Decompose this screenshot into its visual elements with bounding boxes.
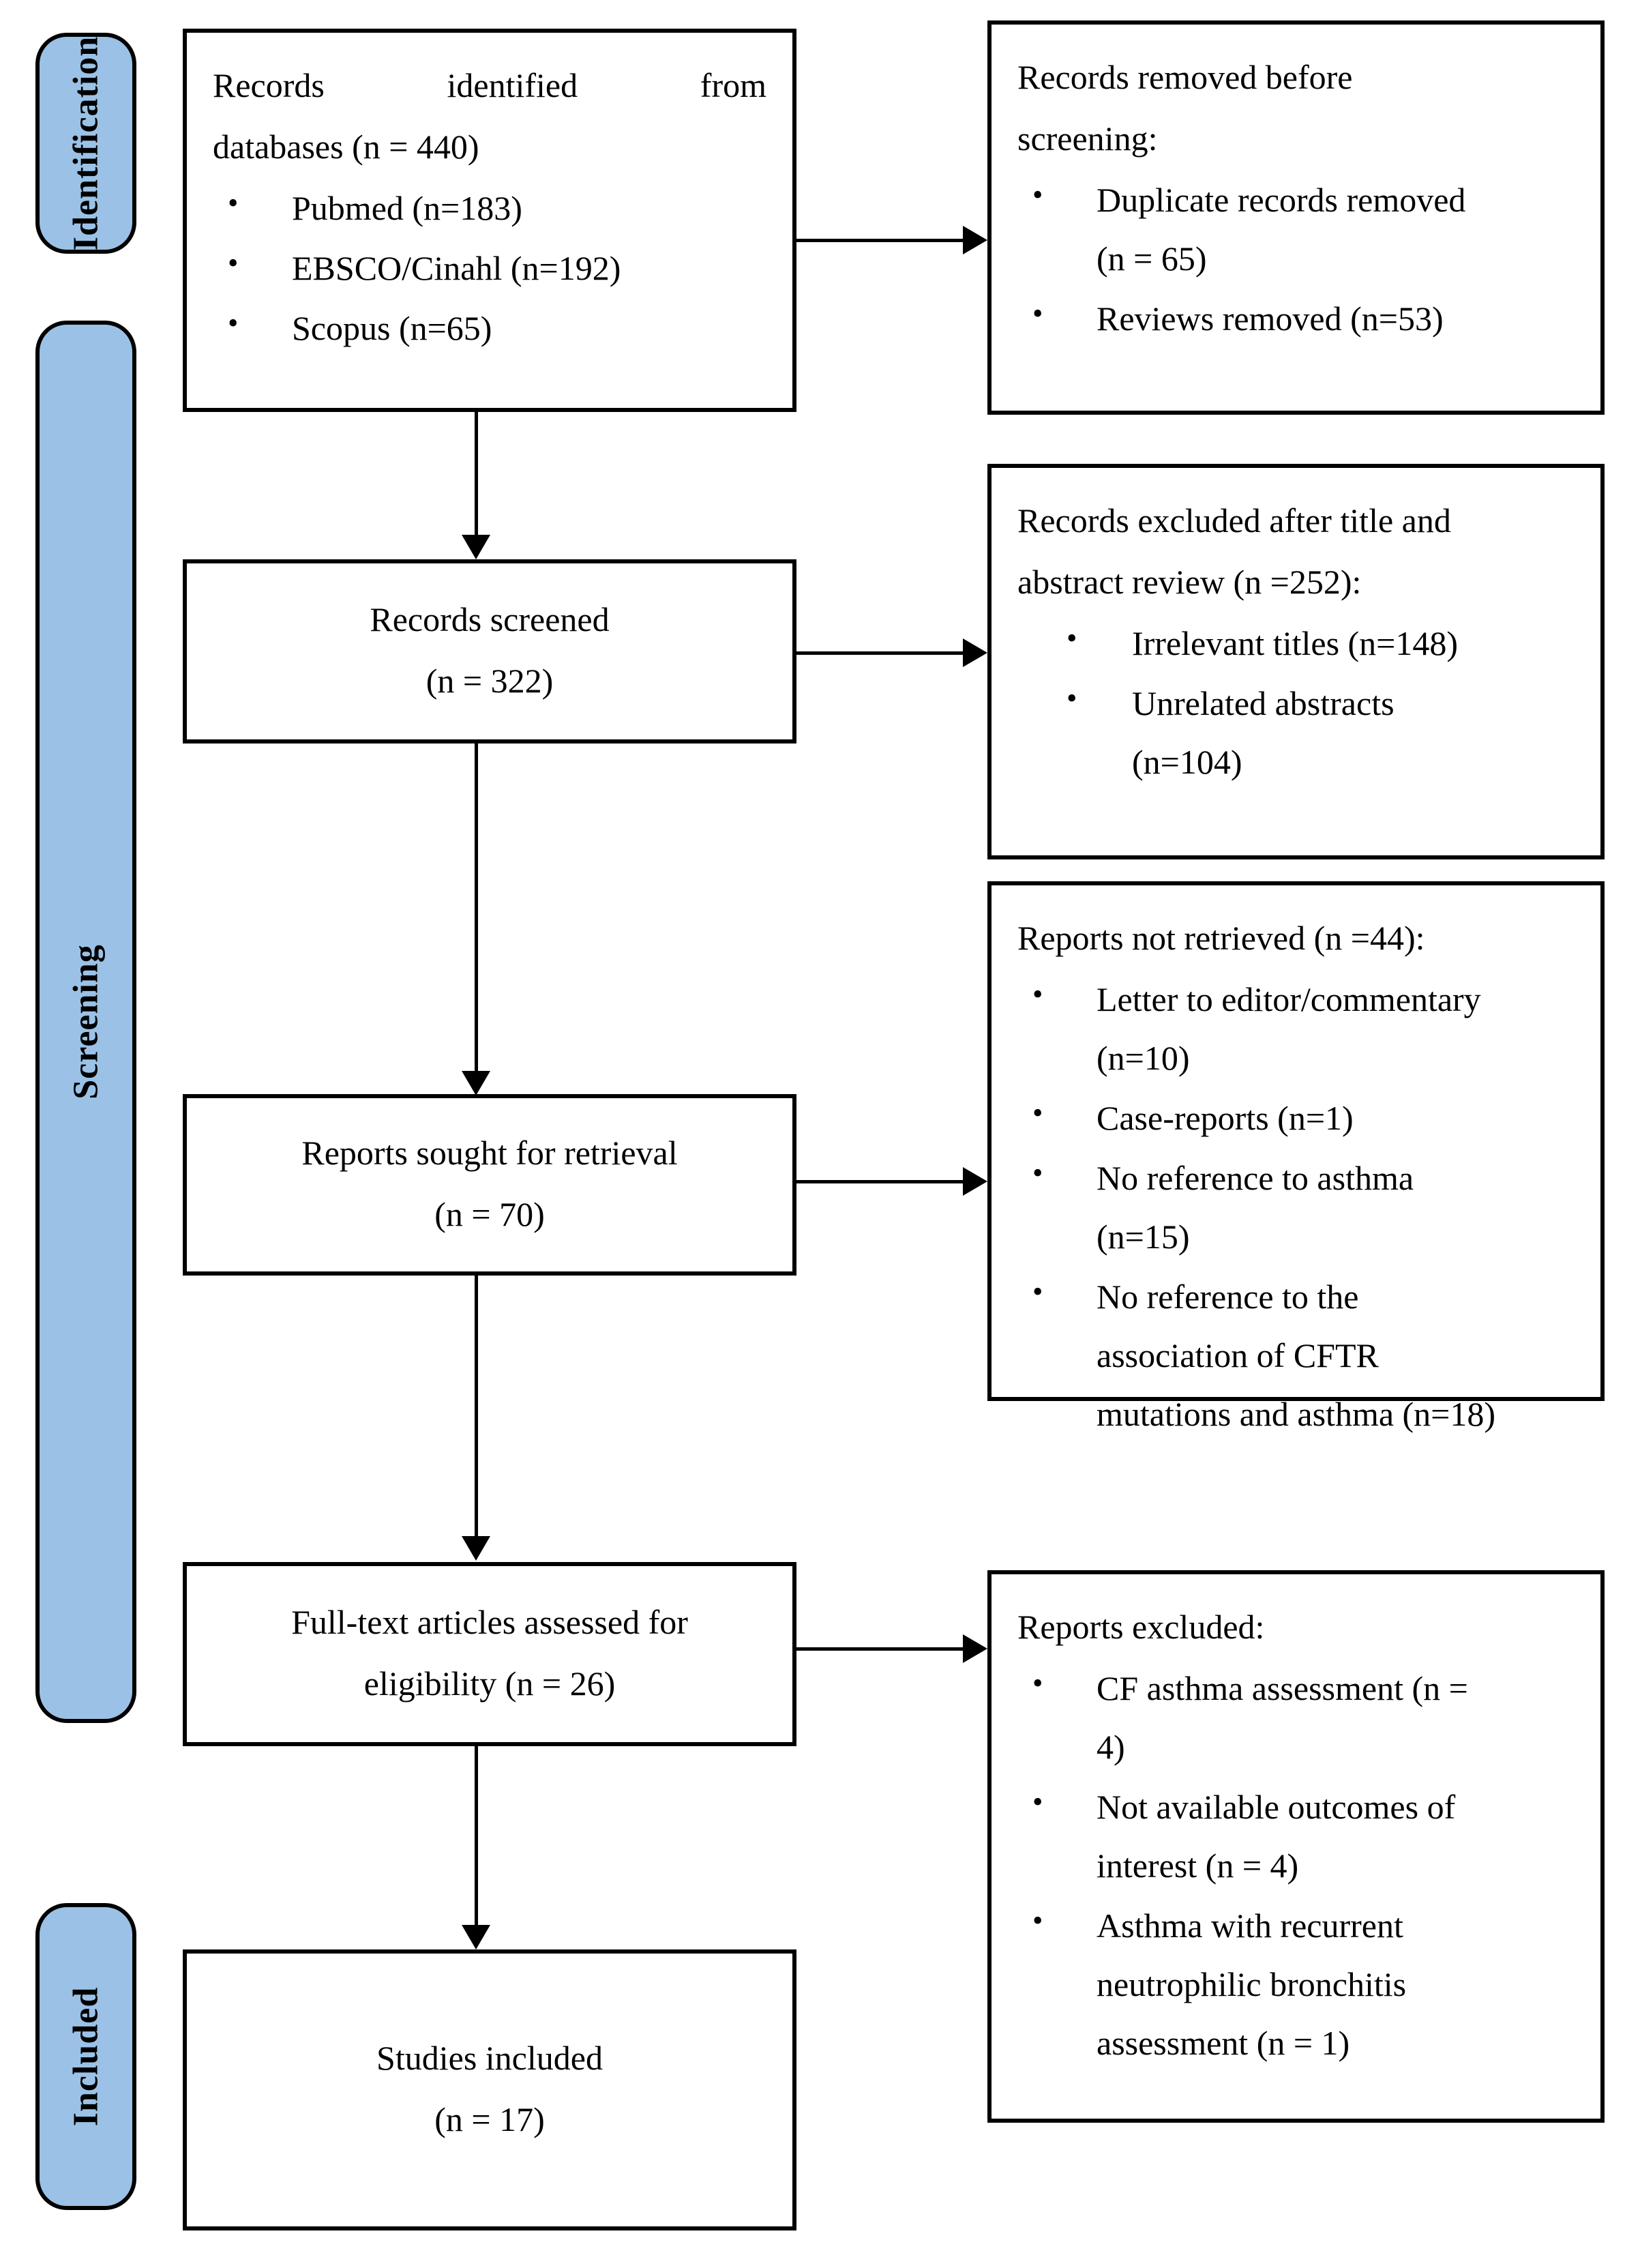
records-screened-count: (n = 322)	[426, 662, 554, 700]
box-reports-sought: Reports sought for retrieval (n = 70)	[183, 1094, 796, 1276]
connector-identified-to-screened	[475, 412, 478, 548]
connector-sought-to-fulltext	[475, 1276, 478, 1548]
list-item: Scopus (n=65)	[213, 297, 766, 357]
list-item-line: neutrophilic bronchitis	[1097, 1965, 1407, 2003]
box-records-removed-before-screening: Records removed before screening: Duplic…	[987, 20, 1605, 415]
connector-identified-to-removed	[796, 239, 967, 242]
list-item: Unrelated abstracts (n=104)	[1017, 673, 1575, 791]
list-item-line: Asthma with recurrent	[1097, 1906, 1403, 1945]
box-reports-not-retrieved: Reports not retrieved (n =44): Letter to…	[987, 881, 1605, 1433]
list-item-line: Unrelated abstracts	[1132, 684, 1395, 722]
connector-screened-to-excluded	[796, 651, 967, 655]
list-item-line: interest (n = 4)	[1097, 1846, 1299, 1885]
list-item: Irrelevant titles (n=148)	[1017, 613, 1575, 673]
connector-fulltext-to-excluded	[796, 1647, 967, 1651]
list-item-line: (n=104)	[1132, 743, 1242, 781]
box-studies-included: Studies included (n = 17)	[183, 1949, 796, 2230]
list-item-line: No reference to asthma	[1097, 1159, 1414, 1197]
arrowhead-identified-to-removed	[963, 226, 987, 254]
list-item: Asthma with recurrent neutrophilic bronc…	[1017, 1895, 1575, 2072]
fulltext-assessed-label: Full-text articles assessed for	[291, 1603, 688, 1641]
records-identified-header: Records identified from	[213, 66, 766, 104]
connector-screened-to-sought	[475, 743, 478, 1085]
stage-pill-included: Included	[35, 1903, 136, 2210]
arrowhead-fulltext-to-excluded	[963, 1634, 987, 1663]
arrowhead-screened-to-excluded	[963, 638, 987, 667]
list-item-line: Case-reports (n=1)	[1097, 1099, 1354, 1137]
list-item-line: assessment (n = 1)	[1097, 2024, 1350, 2062]
studies-included-label: Studies included	[376, 2039, 603, 2077]
list-item-line: Not available outcomes of	[1097, 1788, 1456, 1826]
reports-not-retrieved-header: Reports not retrieved (n =44):	[1017, 919, 1425, 957]
records-excluded-header-2: abstract review (n =252):	[1017, 563, 1362, 601]
records-excluded-list: Irrelevant titles (n=148) Unrelated abst…	[1017, 613, 1575, 793]
records-excluded-header: Records excluded after title and	[1017, 501, 1451, 540]
list-item: Letter to editor/commentary (n=10)	[1017, 969, 1575, 1087]
arrowhead-screened-to-sought	[462, 1071, 490, 1095]
box-records-screened: Records screened (n = 322)	[183, 559, 796, 743]
list-item-line: (n = 65)	[1097, 239, 1207, 278]
stage-pill-screening: Screening	[35, 321, 136, 1723]
box-fulltext-assessed: Full-text articles assessed for eligibil…	[183, 1562, 796, 1746]
list-item: No reference to the association of CFTR …	[1017, 1266, 1575, 1443]
stage-label-identification: Identification	[66, 35, 106, 251]
list-item-line: (n=10)	[1097, 1039, 1190, 1077]
records-removed-header: Records removed before	[1017, 58, 1353, 96]
list-item-line: CF asthma assessment (n =	[1097, 1669, 1468, 1707]
connector-fulltext-to-included	[475, 1746, 478, 1937]
list-item: Case-reports (n=1)	[1017, 1087, 1575, 1147]
box-records-identified: Records identified from databases (n = 4…	[183, 29, 796, 412]
arrowhead-sought-to-fulltext	[462, 1536, 490, 1561]
list-item: CF asthma assessment (n = 4)	[1017, 1658, 1575, 1776]
reports-sought-count: (n = 70)	[434, 1195, 545, 1233]
list-item-line: Letter to editor/commentary	[1097, 980, 1481, 1018]
list-item: No reference to asthma (n=15)	[1017, 1147, 1575, 1266]
records-screened-label: Records screened	[370, 600, 610, 638]
records-identified-sources: Pubmed (n=183) EBSCO/Cinahl (n=192) Scop…	[213, 177, 766, 359]
arrowhead-identified-to-screened	[462, 535, 490, 559]
reports-excluded-header: Reports excluded:	[1017, 1608, 1265, 1646]
list-item-line: 4)	[1097, 1728, 1125, 1766]
records-removed-list: Duplicate records removed (n = 65) Revie…	[1017, 169, 1575, 349]
list-item-line: (n=15)	[1097, 1218, 1190, 1256]
stage-label-screening: Screening	[66, 944, 106, 1100]
reports-excluded-list: CF asthma assessment (n = 4) Not availab…	[1017, 1658, 1575, 2074]
box-reports-excluded: Reports excluded: CF asthma assessment (…	[987, 1570, 1605, 2123]
records-identified-count: databases (n = 440)	[213, 128, 479, 166]
list-item: Duplicate records removed (n = 65)	[1017, 169, 1575, 288]
list-item: Reviews removed (n=53)	[1017, 288, 1575, 348]
connector-sought-to-notretrieved	[796, 1180, 967, 1183]
studies-included-count: (n = 17)	[434, 2100, 545, 2138]
stage-label-included: Included	[66, 1986, 106, 2127]
box-records-excluded-title-abstract: Records excluded after title and abstrac…	[987, 464, 1605, 859]
list-item: Pubmed (n=183)	[213, 177, 766, 237]
fulltext-assessed-count: eligibility (n = 26)	[363, 1664, 616, 1703]
list-item-line: Duplicate records removed	[1097, 181, 1466, 219]
arrowhead-sought-to-notretrieved	[963, 1167, 987, 1196]
records-removed-header-2: screening:	[1017, 119, 1158, 158]
list-item-line: Reviews removed (n=53)	[1097, 299, 1444, 338]
list-item: Not available outcomes of interest (n = …	[1017, 1776, 1575, 1895]
list-item-line: No reference to the	[1097, 1278, 1359, 1316]
reports-sought-label: Reports sought for retrieval	[301, 1134, 678, 1172]
stage-pill-identification: Identification	[35, 33, 136, 254]
reports-not-retrieved-list: Letter to editor/commentary (n=10) Case-…	[1017, 969, 1575, 1445]
list-item-line: association of CFTR	[1097, 1336, 1379, 1374]
list-item: EBSCO/Cinahl (n=192)	[213, 237, 766, 297]
arrowhead-fulltext-to-included	[462, 1925, 490, 1949]
list-item-line: mutations and asthma (n=18)	[1097, 1395, 1496, 1433]
list-item-line: Irrelevant titles (n=148)	[1132, 624, 1459, 662]
